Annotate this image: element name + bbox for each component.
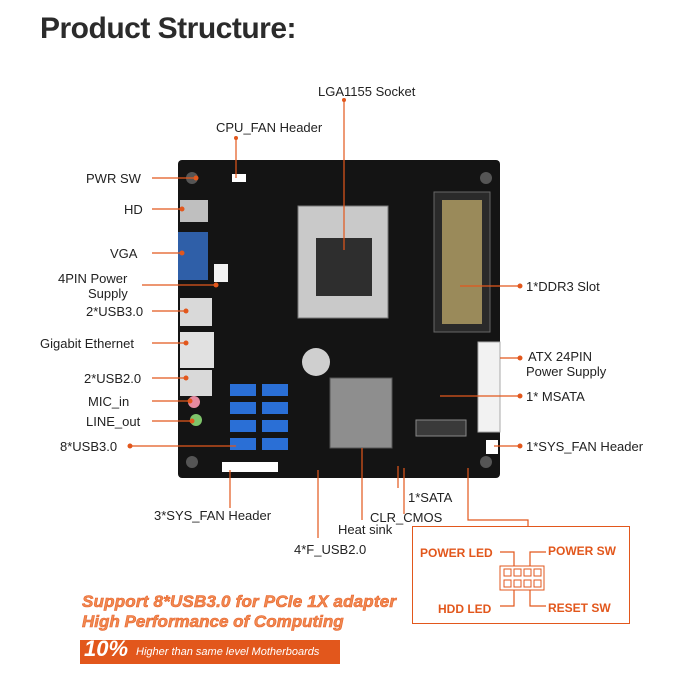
atx-connector — [477, 341, 501, 433]
label-pwr-sw: PWR SW — [86, 171, 141, 186]
promo-percent: 10% — [84, 636, 129, 661]
ethernet-port — [180, 332, 214, 368]
label-3-sys-fan-header: 3*SYS_FAN Header — [154, 508, 272, 523]
label-1-msata: 1* MSATA — [526, 389, 585, 404]
hd-port — [180, 200, 208, 222]
label-atx-24pin: ATX 24PIN — [528, 349, 593, 364]
cmos-battery — [302, 348, 330, 376]
label-1-ddr3-slot: 1*DDR3 Slot — [526, 279, 600, 294]
label-gigabit-ethernet: Gigabit Ethernet — [40, 336, 134, 351]
label-atx-power-supply: Power Supply — [526, 364, 607, 379]
label-hdd-led: HDD LED — [438, 602, 492, 616]
label-8-usb30: 8*USB3.0 — [60, 439, 118, 454]
label-power-led: POWER LED — [420, 546, 493, 560]
label-power-sw: POWER SW — [548, 544, 616, 558]
label-line-out: LINE_out — [86, 414, 141, 429]
label-mic-in: MIC_in — [88, 394, 130, 409]
heat-sink — [329, 377, 393, 449]
usb30-header-block — [230, 384, 288, 450]
label-vga: VGA — [110, 246, 138, 261]
label-cpu-fan-header: CPU_FAN Header — [216, 120, 323, 135]
label-lga1155-socket: LGA1155 Socket — [318, 84, 416, 99]
label-2-usb20: 2*USB2.0 — [84, 371, 142, 386]
msata-slot — [415, 419, 467, 437]
vga-port — [178, 232, 208, 280]
label-4pin-power: 4PIN Power — [58, 271, 128, 286]
label-1-sata: 1*SATA — [408, 490, 453, 505]
ddr3-contacts — [442, 200, 482, 324]
sys-fan-header — [486, 440, 498, 454]
label-heat-sink: Heat sink — [338, 522, 393, 537]
cpu-fan-header — [232, 174, 246, 182]
sys-fan-headers-bottom — [222, 462, 278, 472]
promo-banner — [80, 640, 340, 664]
label-clr-cmos: CLR_CMOS — [370, 510, 443, 525]
usb20-port — [180, 370, 212, 396]
promo-line-2: High Performance of Computing — [82, 612, 344, 632]
label-1-sys-fan-header: 1*SYS_FAN Header — [526, 439, 644, 454]
label-hd: HD — [124, 202, 143, 217]
mount-hole — [186, 456, 198, 468]
label-2-usb30: 2*USB3.0 — [86, 304, 144, 319]
label-4pin-power-supply: Supply — [88, 286, 128, 301]
page-title: Product Structure: — [40, 12, 297, 45]
label-reset-sw: RESET SW — [548, 601, 611, 615]
mount-hole — [480, 172, 492, 184]
promo-line-1: Support 8*USB3.0 for PCIe 1X adapter — [82, 592, 397, 612]
promo-tagline: Higher than same level Motherboards — [136, 646, 320, 658]
power-4pin — [214, 264, 228, 282]
mount-hole — [480, 456, 492, 468]
label-4-f-usb20: 4*F_USB2.0 — [294, 542, 367, 557]
